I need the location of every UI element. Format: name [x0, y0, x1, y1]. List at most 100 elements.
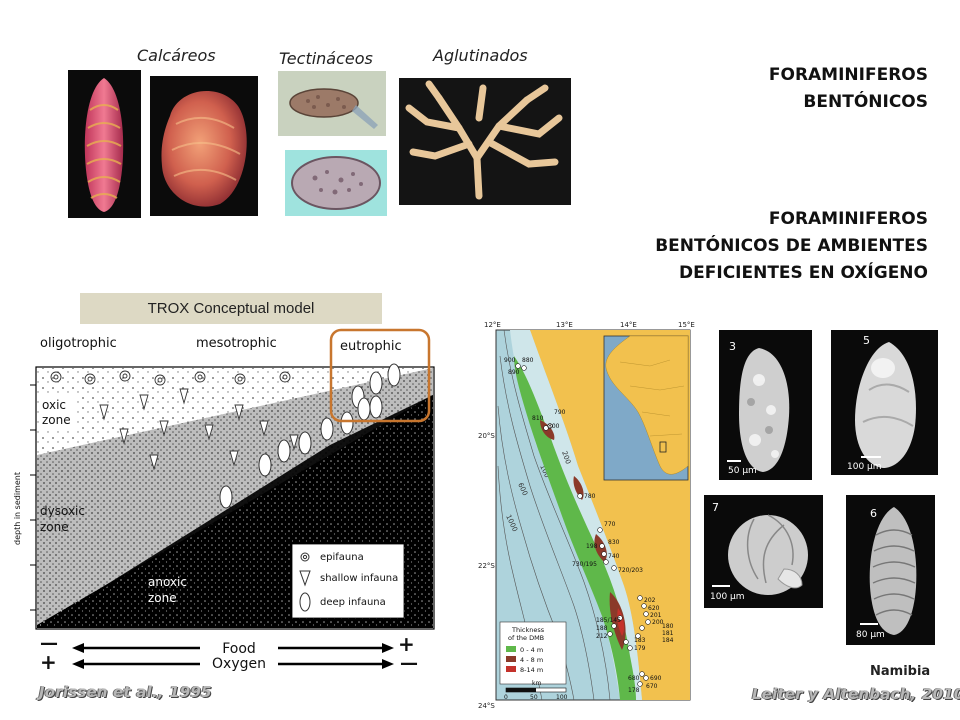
lon-12: 12°E	[484, 321, 501, 329]
station-178: 178	[628, 687, 640, 694]
sem-7-scale: 100 µm	[710, 592, 745, 602]
lon-13: 13°E	[556, 321, 573, 329]
station-780: 780	[584, 493, 596, 500]
station-dots	[515, 363, 651, 687]
trox-y-axis-label: depth in sediment	[13, 472, 22, 545]
station-183: 183	[634, 637, 646, 644]
station-202: 202	[644, 597, 656, 604]
title-benthic-forams: FORAMINIFEROS BENTÓNICOS	[768, 65, 928, 112]
station-880: 880	[522, 357, 534, 364]
photo-tectinaceous-2	[285, 150, 387, 216]
food-minus: —	[40, 633, 58, 654]
label-calcareos: Calcáreos	[137, 46, 216, 65]
station-179: 179	[634, 645, 646, 652]
oxygen-plus: +	[40, 650, 57, 674]
label-tectinaceos: Tectináceos	[279, 49, 373, 68]
station-730-195: 730/195	[572, 561, 597, 568]
sem-panel-7: 7 100 µm	[704, 495, 823, 608]
station-180: 180	[662, 623, 674, 630]
lat-20: 20°S	[478, 432, 495, 440]
trox-diagram: depth in sediment oligotrophic mesotroph…	[13, 328, 435, 674]
trox-col-mesotrophic: mesotrophic	[196, 336, 277, 351]
sem-6-scale: 80 µm	[856, 630, 885, 640]
trox-dysoxic-2: zone	[40, 520, 69, 534]
station-200: 200	[652, 619, 664, 626]
station-201: 201	[650, 612, 662, 619]
dmb-legend-8-14: 8-14 m	[520, 666, 543, 674]
trox-oxic-1: oxic	[42, 398, 66, 412]
trox-oxic-2: zone	[42, 413, 71, 427]
citation-leiter: Leiter y Altenbach, 2010	[752, 685, 960, 703]
sem-panel-3: 3 50 µm	[719, 330, 812, 480]
trox-banner: TROX Conceptual model	[80, 293, 382, 324]
dmb-legend-0-4: 0 - 4 m	[520, 646, 543, 654]
station-670: 670	[646, 683, 658, 690]
title-low-oxygen-forams: FORAMINIFEROS BENTÓNICOS DE AMBIENTES DE…	[655, 209, 928, 283]
trox-anoxic-1: anoxic	[148, 575, 187, 589]
station-680: 680	[628, 675, 640, 682]
station-181: 181	[662, 630, 674, 637]
sem-3-scale: 50 µm	[728, 466, 757, 476]
station-212: 212	[596, 633, 608, 640]
photo-calcareous-1	[68, 70, 141, 218]
sem-6-number: 6	[870, 507, 877, 520]
lat-24: 24°S	[478, 702, 495, 710]
lat-22: 22°S	[478, 562, 495, 570]
epifauna-icons	[50, 370, 291, 386]
scale-100: 100	[556, 694, 568, 701]
food-plus: +	[398, 632, 415, 656]
station-830: 830	[608, 539, 620, 546]
dmb-legend-title-2: of the DMB	[508, 634, 544, 642]
sem-5-number: 5	[863, 334, 870, 347]
station-900: 900	[504, 357, 516, 364]
station-188: 188	[596, 625, 608, 632]
photo-tectinaceous-1	[278, 71, 386, 136]
station-690: 690	[650, 675, 662, 682]
trox-col-oligotrophic: oligotrophic	[40, 336, 117, 351]
station-890: 890	[508, 369, 520, 376]
lon-15: 15°E	[678, 321, 695, 329]
oxygen-label: Oxygen	[212, 656, 266, 672]
trox-col-eutrophic: eutrophic	[340, 339, 402, 354]
dmb-legend-4-8: 4 - 8 m	[520, 656, 543, 664]
station-790: 790	[554, 409, 566, 416]
station-720-203: 720/203	[618, 567, 643, 574]
food-oxygen-arrows	[80, 646, 385, 666]
deep-infauna-icons	[219, 363, 401, 509]
sem-5-scale: 100 µm	[847, 462, 882, 472]
namibia-map: 12°E 13°E 14°E 15°E 20°S 22°S 24°S 200 1…	[478, 321, 695, 710]
trox-anoxic-2: zone	[148, 591, 177, 605]
station-620: 620	[648, 605, 660, 612]
eutrophic-highlight-box	[329, 328, 431, 423]
oxygen-minus: —	[400, 653, 418, 674]
trox-legend	[291, 543, 405, 619]
lon-14: 14°E	[620, 321, 637, 329]
sem-panel-5: 5 100 µm	[831, 330, 938, 475]
dmb-legend-title-1: Thickness	[511, 626, 545, 634]
station-770: 770	[604, 521, 616, 528]
food-label: Food	[222, 641, 256, 657]
sem-7-number: 7	[712, 501, 719, 514]
shallow-infauna-icons	[99, 388, 299, 471]
legend-shallow-infauna: shallow infauna	[320, 573, 398, 584]
scale-0: 0	[504, 694, 508, 701]
legend-epifauna: epifauna	[320, 552, 364, 563]
dmb-legend	[499, 621, 567, 685]
sem-3-number: 3	[729, 340, 736, 353]
station-810: 810	[532, 415, 544, 422]
legend-deep-infauna: deep infauna	[320, 597, 386, 608]
station-198: 198	[586, 543, 598, 550]
station-184: 184	[662, 637, 674, 644]
scale-label: km	[532, 680, 541, 687]
label-aglutinados: Aglutinados	[433, 46, 528, 65]
sem-panel-6: 6 80 µm	[846, 495, 935, 645]
location-namibia: Namibia	[870, 664, 931, 679]
citation-jorissen: Jorissen et al., 1995	[39, 683, 212, 701]
station-740: 740	[608, 553, 620, 560]
trox-dysoxic-1: dysoxic	[40, 504, 85, 518]
photo-calcareous-2	[150, 76, 258, 216]
station-800: 800	[548, 423, 560, 430]
photo-agglutinated	[399, 78, 571, 205]
scale-50: 50	[530, 694, 538, 701]
station-185-145: 185/145	[596, 617, 621, 624]
